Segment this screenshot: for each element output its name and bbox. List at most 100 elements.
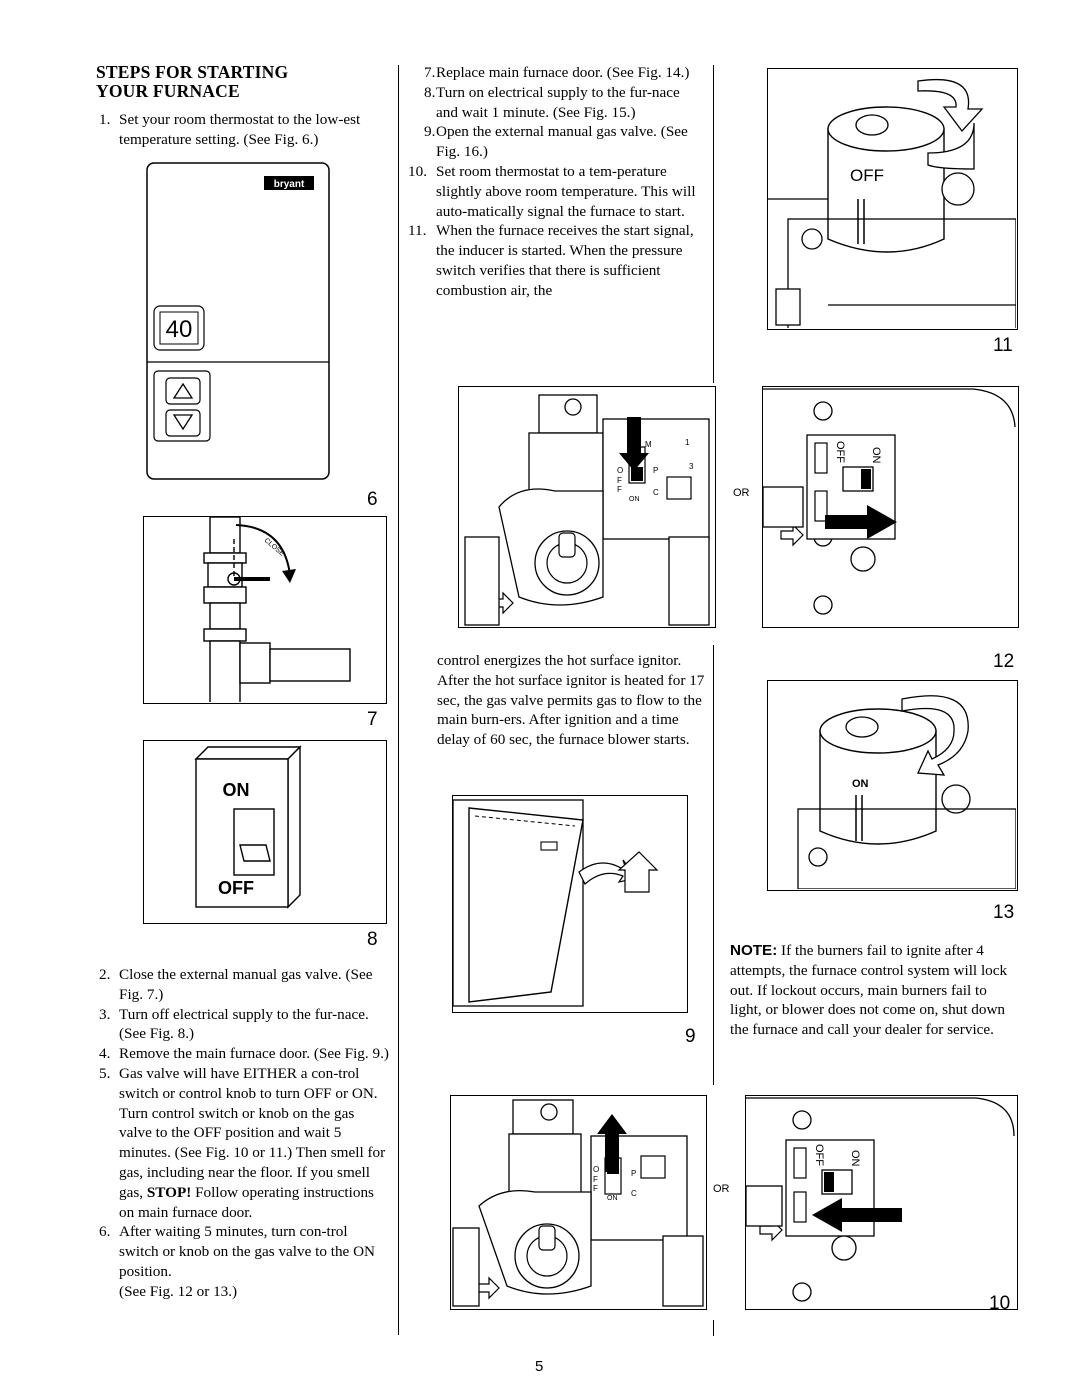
knob-top xyxy=(819,708,937,754)
step-9: 9. Open the external manual gas valve. (… xyxy=(424,123,688,161)
rocker-switch-on-side xyxy=(861,469,871,489)
valve-screw xyxy=(540,1103,558,1121)
outlet-flange xyxy=(668,536,710,626)
knob-off-label: OFF xyxy=(850,166,884,185)
page-number: 5 xyxy=(535,1358,544,1375)
terminal-block xyxy=(640,1155,666,1179)
rocker-switch-on-drawing: OFF ON xyxy=(745,1097,1015,1302)
terminal-p-label: P xyxy=(653,466,658,475)
rocker-on-label: ON xyxy=(870,447,882,464)
switch-on-label: ON xyxy=(607,1195,618,1202)
switch-slot xyxy=(233,808,275,876)
side-bracket xyxy=(745,1185,783,1227)
up-arrow-icon xyxy=(172,382,194,399)
figure-13-number: 13 xyxy=(993,902,1015,923)
down-arrow-icon xyxy=(172,414,194,431)
step-1-text: Set your room thermostat to the low-est … xyxy=(119,111,361,148)
temp-up-button[interactable] xyxy=(165,377,201,405)
rotate-arrow-icon xyxy=(917,78,984,133)
figure-7-number: 7 xyxy=(367,709,378,730)
bryant-logo xyxy=(264,176,314,190)
step-4: 4. Remove the main furnace door. (See Fi… xyxy=(99,1045,389,1063)
terminal-block xyxy=(666,476,692,500)
pipe-coupling xyxy=(203,586,247,604)
terminal-p-label: P xyxy=(631,1169,636,1178)
figure-rocker-switch-on-box: OFF ON xyxy=(745,1095,1018,1310)
mount-screw-1 xyxy=(792,1110,812,1130)
up-arrow-shaft xyxy=(605,1132,619,1172)
control-knob-off-drawing: OFF xyxy=(768,78,1017,330)
switch-off-label: OFF xyxy=(218,878,254,898)
switch-indicator-top xyxy=(814,442,828,474)
switch-f2-label: F xyxy=(617,485,622,494)
adjustment-port xyxy=(850,546,876,572)
tee-branch xyxy=(239,642,271,684)
switch-on-label: ON xyxy=(223,780,250,800)
figure-valve-switch-off-box: O F F ON M P C 1 3 xyxy=(458,386,716,628)
stop-warning: STOP! xyxy=(146,1183,192,1201)
figure-9-box xyxy=(452,795,688,1013)
or-label-lower: OR xyxy=(713,1183,730,1195)
adjustment-port xyxy=(831,1235,857,1261)
terminal-m-label: M xyxy=(645,440,652,449)
column-rule-right-bottom xyxy=(713,1320,714,1336)
thermostat-display xyxy=(159,311,199,345)
figure-11-box: OFF xyxy=(767,68,1018,330)
switch-f-label: F xyxy=(617,476,622,485)
knob-hub xyxy=(855,114,889,136)
figure-11-number: 11 xyxy=(993,335,1013,356)
switch-o-label: O xyxy=(617,466,623,475)
rotate-arrow-tail xyxy=(927,122,975,170)
figure-12-box: ON xyxy=(767,680,1018,891)
regulator-stem xyxy=(538,1225,556,1251)
terminal-3-label: 3 xyxy=(689,462,694,471)
switch-lever[interactable] xyxy=(239,844,271,862)
figure-8-number: 8 xyxy=(367,929,378,950)
down-arrow-icon xyxy=(619,453,649,471)
figure-7-box: CLOSE xyxy=(143,516,387,704)
close-arc-arrow xyxy=(235,524,291,576)
step-6: 6. After waiting 5 minutes, turn con-tro… xyxy=(99,1223,376,1300)
mount-screw-3 xyxy=(792,1282,812,1302)
figure-8-box: ON OFF xyxy=(143,740,387,924)
flow-arrow-icon xyxy=(780,523,804,547)
control-knob-on-drawing: ON xyxy=(797,695,1017,890)
pipe-union xyxy=(203,628,247,642)
regulator-stem xyxy=(558,532,576,558)
step-8: 8. Turn on electrical supply to the fur-… xyxy=(424,83,680,121)
terminal-c-label: C xyxy=(653,488,659,497)
page-heading: STEPS FOR STARTING YOUR FURNACE xyxy=(96,63,288,101)
switch-f2-label: F xyxy=(593,1184,598,1193)
switch-on-label: ON xyxy=(629,496,640,503)
heading-line-2: YOUR FURNACE xyxy=(96,81,240,101)
step-7: 7. Replace main furnace door. (See Fig. … xyxy=(424,64,690,81)
thermostat-figure: bryant 40 xyxy=(146,162,330,480)
step-1: 1. Set your room thermostat to the low-e… xyxy=(99,111,361,148)
right-arrow-icon xyxy=(867,505,897,539)
switch-indicator-bottom xyxy=(793,1191,807,1223)
note-label: NOTE: xyxy=(730,942,778,959)
valve-bolt xyxy=(801,228,823,250)
figure-rocker-switch-off-box: OFF ON xyxy=(762,386,1019,628)
temp-down-button[interactable] xyxy=(165,409,201,437)
electrical-switch-drawing: ON OFF xyxy=(194,745,302,909)
left-arrow-icon xyxy=(812,1198,842,1232)
or-label-upper: OR xyxy=(733,487,750,499)
side-bracket xyxy=(762,486,804,528)
pipe-upper xyxy=(209,516,241,554)
up-arrow-icon xyxy=(597,1114,627,1134)
switch-box-top xyxy=(194,746,302,760)
furnace-door[interactable] xyxy=(468,807,584,1003)
rocker-switch-off-side xyxy=(824,1172,834,1192)
figure-6-number: 6 xyxy=(367,489,378,510)
door-hinge-line xyxy=(474,815,576,827)
switch-indicator-top xyxy=(793,1147,807,1179)
pipe-mid xyxy=(209,602,241,630)
pipe-lower xyxy=(209,640,241,704)
note-block: NOTE: If the burners fail to ignite afte… xyxy=(730,941,1020,1040)
pilot-cap xyxy=(941,784,971,814)
furnace-door-drawing xyxy=(452,799,659,1007)
pilot-cap xyxy=(941,172,975,206)
switch-indicator-bottom xyxy=(814,490,828,522)
step-2: 2. Close the external manual gas valve. … xyxy=(99,966,373,1003)
